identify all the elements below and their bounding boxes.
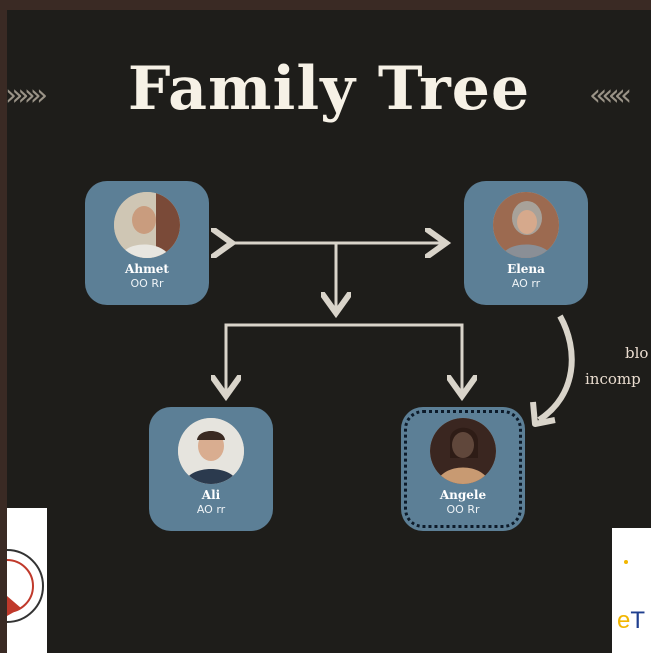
children-bar [224,323,464,393]
page-title: Family Tree [127,54,531,124]
person-name: Elena [507,262,545,276]
person-genotype: AO rr [511,277,541,290]
curve-arrowhead [530,401,556,427]
person-name: Ali [201,488,221,502]
person-genotype: OO Rr [130,277,164,290]
person-name: Angele [439,488,487,502]
avatar [430,418,496,484]
person-card-elena[interactable]: Elena AO rr [464,181,588,305]
chevrons-left-decor: »»» [7,78,48,113]
side-note-line-1: blo [625,344,649,362]
person-card-ahmet[interactable]: Ahmet OO Rr [85,181,209,305]
person-card-angele[interactable]: Angele OO Rr [401,407,525,531]
etwinning-logo-text: eT [617,607,645,635]
logo-letter-t: T [630,607,646,634]
avatar [493,192,559,258]
person-name: Ahmet [125,262,169,276]
person-genotype: AO rr [196,503,226,516]
elena-to-angele-curve [537,314,575,423]
side-note-line-2: incomp [585,370,641,388]
slide: »»» Family Tree ««« Ahmet [7,10,651,653]
logo-letter-e: e [617,607,631,634]
person-card-ali[interactable]: Ali AO rr [149,407,273,531]
avatar [178,418,244,484]
tree-connectors [7,10,575,427]
chevrons-right-decor: ««« [589,78,632,113]
person-genotype: OO Rr [446,503,480,516]
foundation-logo [7,508,47,653]
side-note: blo incomp [585,340,651,392]
avatar [114,192,180,258]
etwinning-logo [612,528,651,653]
